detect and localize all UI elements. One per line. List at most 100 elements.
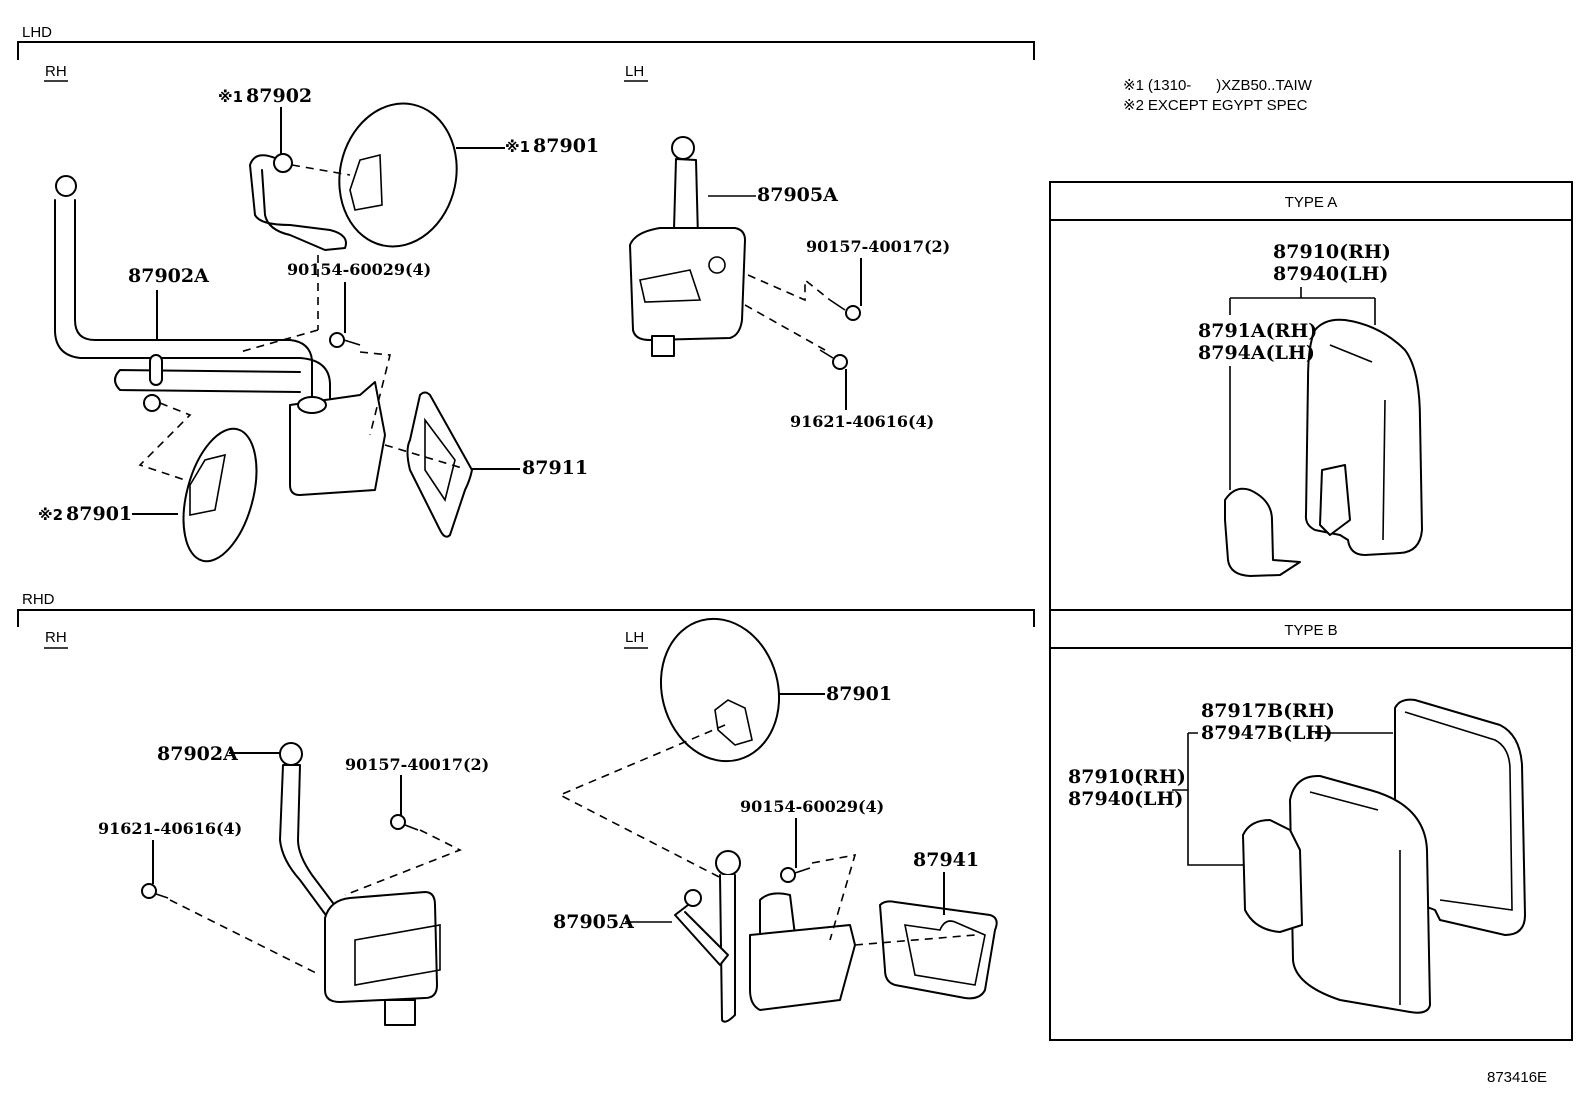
lhd-rh-drawing [54,102,473,563]
screw-icon [329,332,345,348]
rhd-base-plate [354,924,441,986]
rhd-mirror-bracket [714,699,753,746]
callout-lhd-rh-90154: 90154-60029(4) [287,260,431,279]
callout-type-a-8791A: 8791A(RH) [1198,320,1317,342]
lower-mirror-bracket [189,453,227,516]
type-b-housing [1289,774,1431,1014]
callout-type-b-87917B: 87917B(RH) [1201,700,1335,722]
gasket-87911 [406,391,473,538]
upper-stay-87902 [249,154,347,251]
drawing-code: 873416E [1487,1069,1547,1086]
lhd-bracket-frame [17,41,1035,60]
stay-socket [297,396,327,414]
type-panel: TYPE A TYPE B 87910(RH) 87940(LH) 8791A(… [1049,181,1573,1041]
rhd-lh-drawing [558,617,998,1023]
lower-mirror-dash [138,402,192,481]
type-b-title: TYPE B [1284,622,1337,639]
type-a-housing-detail [1329,344,1386,541]
lh-base-tab [651,335,675,357]
screw-thread-lh [819,349,834,359]
rhd-screw-dash [169,899,321,976]
callout-rhd-rh-87902A: 87902A [157,743,238,765]
callout-type-b-87940: 87940(LH) [1068,788,1183,810]
lhd-lh-drawing [629,136,861,370]
type-a-callouts: 87910(RH) 87940(LH) 8791A(RH) 8794A(LH) [1198,241,1391,490]
rhd-screw-thread [155,893,169,899]
lhd-title: LHD [22,24,52,41]
upper-mirror-bracket [349,153,383,211]
rhd-bolt-thread [404,824,419,831]
lh-bolt-dash [747,274,831,302]
lhd-rh-label: RH [45,63,67,80]
stay-ball-icon [55,175,77,197]
callout-rhd-rh-91621: 91621-40616(4) [98,819,242,838]
rhd-bracket-frame [17,609,1035,627]
callout-type-b-87910: 87910(RH) [1068,766,1186,788]
rhd-lh-stay-ball-2 [684,889,702,907]
callout-lhd-lh-91621: 91621-40616(4) [790,412,934,431]
type-a-title: TYPE A [1285,194,1338,211]
type-b-bracket-leader [1172,732,1243,866]
lh-base-hole [708,256,726,274]
callout-rhd-rh-90157: 90157-40017(2) [345,755,489,774]
type-b-cover [1242,819,1303,933]
rhd-screw-icon [141,883,157,899]
lh-screw-dash [744,304,826,351]
upper-mirror-87901 [338,102,458,248]
type-a-bracket [1319,464,1351,536]
type-a-drawing [1224,318,1423,577]
rhd-base-tab [384,999,416,1026]
rhd-section: RHD RH LH 87902A 90157-40017(2) 91621-40… [17,591,1035,1026]
rhd-rh-label: RH [45,629,67,646]
lh-base-slot [639,269,702,303]
gasket-87941 [879,900,998,1000]
callout-lhd-rh-87911: 87911 [522,457,588,479]
rhd-lh-callouts: 87901 90154-60029(4) 87941 87905A [553,683,979,933]
rhd-stay-rod-87902A [279,764,343,919]
screw-thread [343,339,361,346]
lhd-section: LHD RH LH [17,24,1035,563]
gasket-87941-window [903,920,986,986]
callout-rhd-lh-87941: 87941 [913,849,979,871]
callout-rhd-lh-90154: 90154-60029(4) [740,797,884,816]
type-a-cover [1224,487,1301,577]
stay-rod-87902A [54,199,331,401]
rhd-stay-ball [279,742,303,766]
rhd-mirror-dash [558,724,726,881]
callout-rhd-lh-87905A: 87905A [553,911,634,933]
callout-lhd-lh-87905A: 87905A [757,184,838,206]
screw-dash-2 [239,329,392,436]
lh-stay-ball [671,136,695,160]
bolt-thread [829,299,846,311]
type-a-bracket-leader [1229,287,1376,325]
callout-type-b-87947B: 87947B(LH) [1201,722,1332,744]
rhd-bolt-icon [390,814,406,830]
stay-end-ball [143,394,161,412]
rhd-lh-stay-ball [715,850,741,876]
callout-type-a-87910: 87910(RH) [1273,241,1391,263]
rhd-rh-callouts: 87902A 90157-40017(2) 91621-40616(4) [98,743,489,884]
rhd-lh-screw-thread [794,867,811,874]
type-b-callouts: 87917B(RH) 87947B(LH) 87910(RH) 87940(LH… [1068,700,1393,866]
bolt-icon [845,305,861,321]
callout-type-a-8794A: 8794A(LH) [1198,342,1315,364]
rhd-lh-screw-dash [811,853,857,941]
rhd-lh-base [749,924,856,1011]
rhd-stay-base [324,891,438,1003]
gasket-87941-dash [854,934,976,946]
rhd-lh-stay-rod [719,874,736,1023]
rhd-lh-label: LH [625,629,644,646]
lhd-lh-label: LH [625,63,644,80]
callout-lhd-lh-90157: 90157-40017(2) [806,237,950,256]
callout-rhd-lh-87901: 87901 [826,683,892,705]
type-b-mirror-inner [1404,711,1513,911]
stay-crossbar [114,369,301,393]
callout-type-a-87940: 87940(LH) [1273,263,1388,285]
